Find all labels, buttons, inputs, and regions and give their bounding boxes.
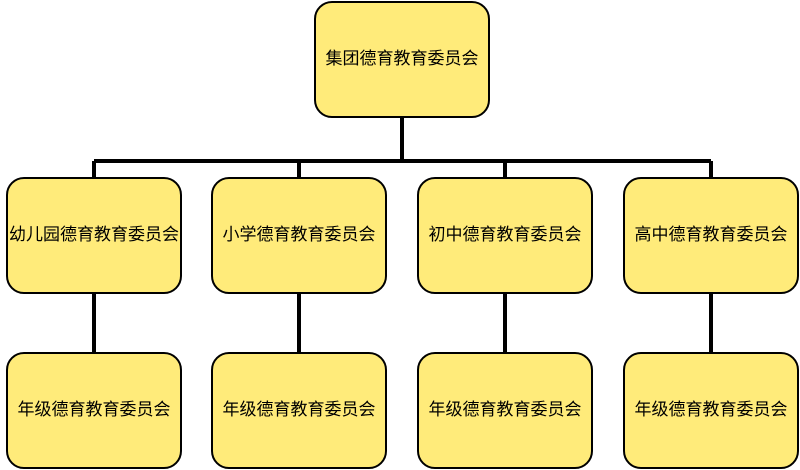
grade-node-label: 年级德育教育委员会 <box>17 400 171 420</box>
branch-node-label: 小学德育教育委员会 <box>222 225 376 245</box>
grade-node: 年级德育教育委员会 <box>6 352 182 469</box>
branch-node-label: 初中德育教育委员会 <box>428 225 582 245</box>
grade-node-label: 年级德育教育委员会 <box>634 400 788 420</box>
branch-node-junior-high: 初中德育教育委员会 <box>417 177 593 294</box>
branch-node-kindergarten: 幼儿园德育教育委员会 <box>6 177 182 294</box>
grade-node: 年级德育教育委员会 <box>417 352 593 469</box>
branch-node-label: 幼儿园德育教育委员会 <box>9 225 179 245</box>
branch-node-senior-high: 高中德育教育委员会 <box>623 177 799 294</box>
grade-node-label: 年级德育教育委员会 <box>222 400 376 420</box>
root-node: 集团德育教育委员会 <box>314 1 490 118</box>
grade-node-label: 年级德育教育委员会 <box>428 400 582 420</box>
grade-node: 年级德育教育委员会 <box>211 352 387 469</box>
grade-node: 年级德育教育委员会 <box>623 352 799 469</box>
branch-node-primary: 小学德育教育委员会 <box>211 177 387 294</box>
root-node-label: 集团德育教育委员会 <box>325 49 479 69</box>
branch-node-label: 高中德育教育委员会 <box>634 225 788 245</box>
